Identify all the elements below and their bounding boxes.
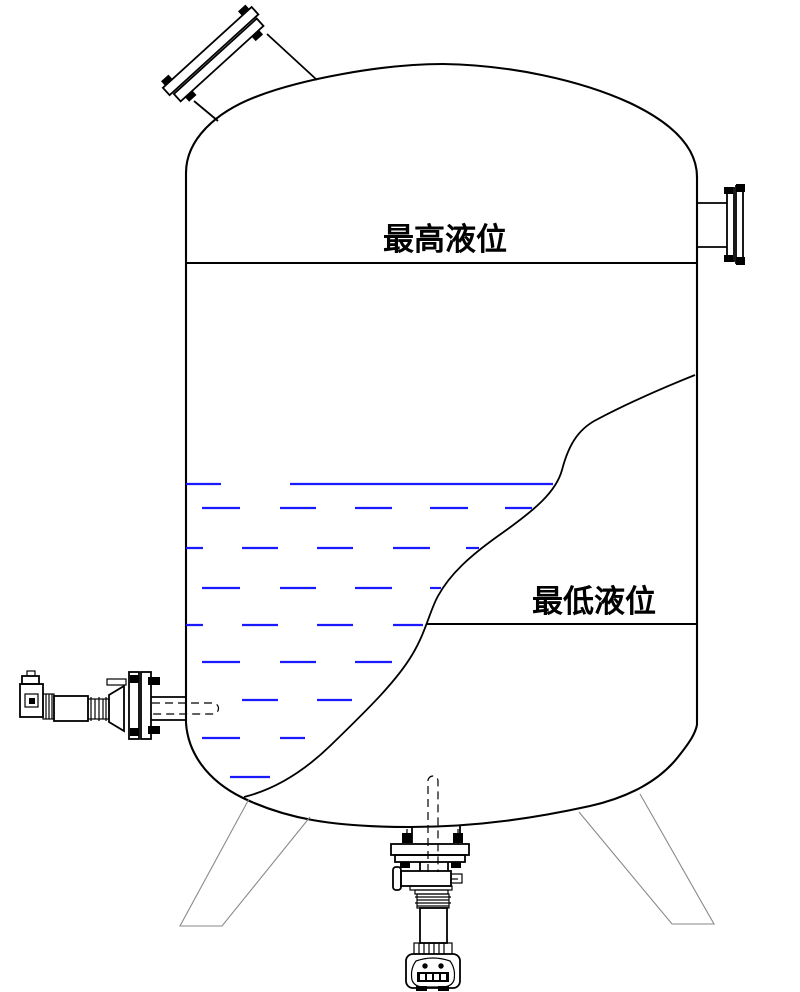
tank-shell bbox=[184, 62, 699, 829]
right-side-nozzle bbox=[697, 184, 745, 265]
max-level-label: 最高液位 bbox=[383, 222, 507, 258]
horn-cone bbox=[108, 684, 125, 733]
flange-bolt bbox=[148, 677, 160, 685]
head-foot bbox=[438, 986, 449, 991]
head-face bbox=[410, 957, 456, 988]
bellows bbox=[415, 893, 451, 909]
section-break-line bbox=[243, 374, 696, 798]
flange-bolt bbox=[185, 90, 197, 102]
tank-bottom-dish bbox=[184, 722, 699, 829]
support-legs bbox=[179, 793, 715, 927]
flange-gasket bbox=[172, 16, 258, 94]
max-level-marker: 最高液位 bbox=[186, 222, 697, 265]
flange-bolt bbox=[130, 728, 139, 736]
flange-bolt bbox=[736, 184, 745, 192]
process-valve-body bbox=[400, 870, 452, 887]
knurled-ring bbox=[413, 942, 453, 955]
head-display bbox=[417, 972, 449, 982]
nozzle-neck-line bbox=[193, 100, 219, 122]
transmitter-body bbox=[419, 907, 448, 944]
bottom-level-transmitter bbox=[390, 775, 470, 991]
head-box bbox=[19, 683, 44, 718]
transmitter-head bbox=[405, 953, 461, 991]
flange-bolt bbox=[724, 255, 733, 262]
top-angled-nozzle bbox=[161, 4, 318, 122]
head-foot bbox=[416, 986, 427, 991]
flange-plate bbox=[140, 671, 152, 740]
flange-plate-outer bbox=[161, 5, 260, 97]
head-eye bbox=[422, 963, 428, 969]
flange-bolt bbox=[402, 833, 412, 843]
support-leg-right bbox=[578, 793, 715, 925]
flange-plate-inner bbox=[726, 187, 735, 262]
flange-bolt bbox=[237, 4, 250, 16]
probe-dashed bbox=[152, 702, 220, 715]
horn-cap-plate bbox=[106, 678, 127, 686]
nozzle-neck-line bbox=[266, 33, 318, 81]
min-level-label: 最低液位 bbox=[532, 584, 656, 620]
valve-left-flange bbox=[392, 866, 402, 891]
knurled-ring bbox=[42, 693, 55, 720]
transmitter-head bbox=[19, 670, 44, 718]
flange-plate bbox=[390, 843, 470, 856]
head-window bbox=[24, 693, 39, 708]
flange-plate bbox=[128, 671, 140, 740]
flange-bolt bbox=[724, 187, 733, 194]
flange-bolt bbox=[736, 257, 745, 265]
probe-dashed bbox=[427, 775, 439, 872]
flange-plate bbox=[394, 854, 466, 863]
flange-bolt bbox=[148, 726, 160, 734]
bellows bbox=[87, 697, 110, 721]
flange-nut bbox=[400, 862, 410, 868]
flange-bolt bbox=[161, 74, 173, 86]
support-leg-left bbox=[179, 798, 311, 927]
flange-bolt bbox=[130, 675, 139, 683]
head-eye bbox=[438, 963, 444, 969]
flange-plate-outer bbox=[735, 185, 744, 264]
flange-nut bbox=[451, 862, 461, 868]
head-window-dot bbox=[29, 698, 35, 704]
flange-bolt bbox=[251, 30, 264, 42]
transmitter-body bbox=[53, 695, 89, 722]
tank-dome bbox=[184, 62, 699, 178]
head-box bbox=[405, 953, 461, 989]
liquid-level-hatching bbox=[186, 482, 553, 779]
head-cap bbox=[21, 675, 40, 685]
flange-plate-inner bbox=[172, 17, 265, 103]
left-level-transmitter bbox=[19, 670, 220, 740]
flange-bolt bbox=[453, 833, 463, 843]
min-level-marker: 最低液位 bbox=[426, 584, 697, 626]
